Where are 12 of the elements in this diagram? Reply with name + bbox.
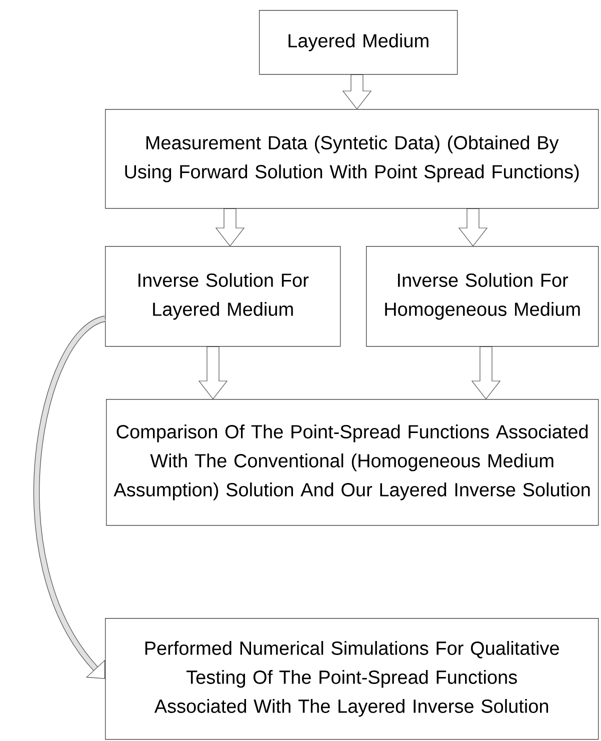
process-box: Performed Numerical Simulations For Qualitative Testing Of The Point-Spread Functions Associated With The Layered Inverse Solution: [105, 618, 599, 740]
process-box: Layered Medium: [259, 10, 458, 75]
block-arrow: [342, 74, 372, 110]
block-arrow: [471, 346, 501, 400]
block-arrow: [458, 208, 488, 246]
process-box: Inverse Solution For Homogeneous Medium: [366, 246, 599, 347]
process-box: Measurement Data (Syntetic Data) (Obtained By Using Forward Solution With Point Spread Functions): [105, 109, 599, 209]
process-box: Inverse Solution For Layered Medium: [105, 246, 341, 347]
block-arrow: [198, 346, 228, 400]
curved-arrow: [34, 316, 106, 679]
process-box: Comparison Of The Point-Spread Functions Associated With The Conventional (Homogeneous Medium Assumption) Solution And Our Layered Inverse Solution: [106, 399, 599, 526]
block-arrow: [215, 208, 245, 246]
